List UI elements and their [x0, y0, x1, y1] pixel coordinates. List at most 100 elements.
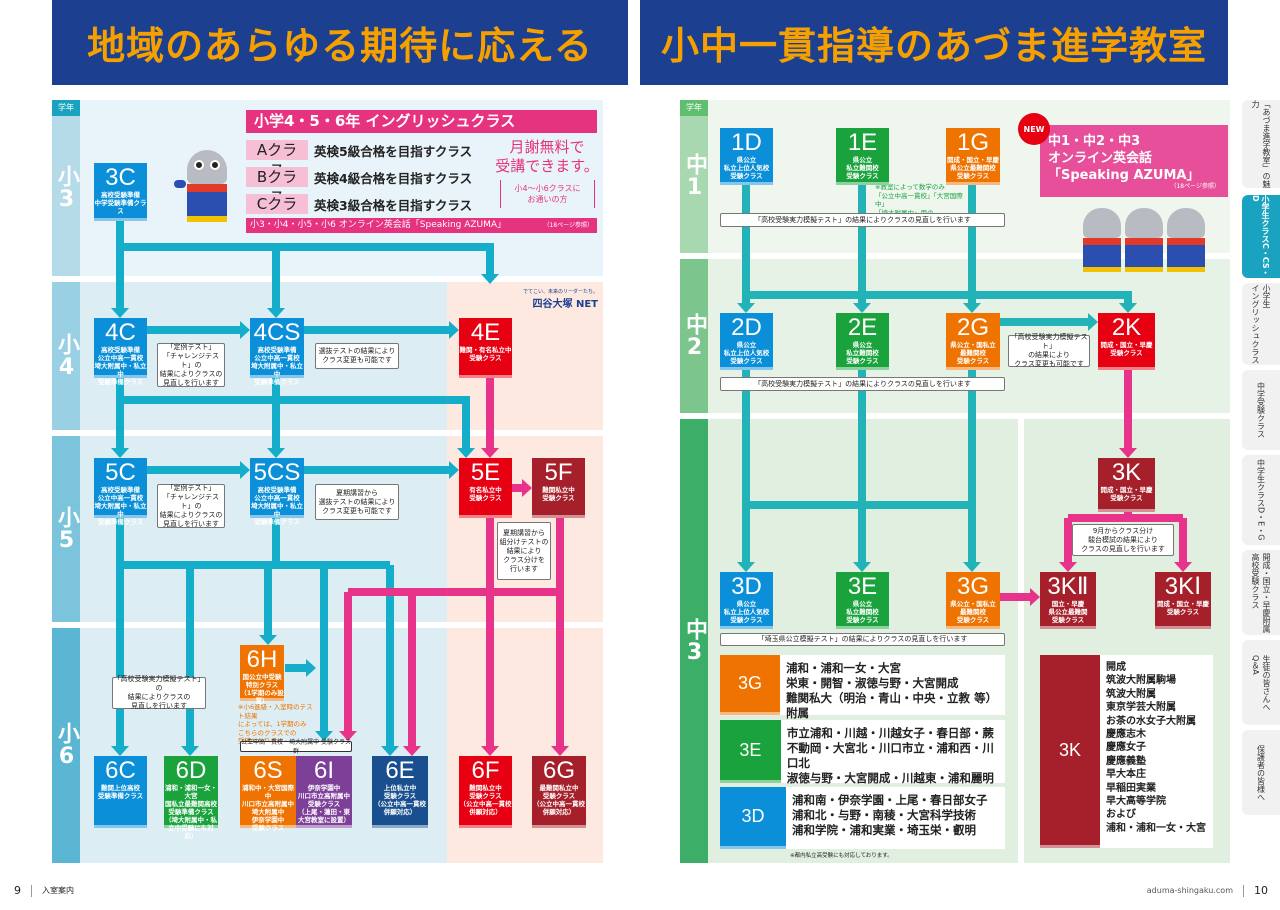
side-tab-2[interactable]: 小学生 イングリッシュクラス	[1242, 283, 1280, 365]
class-description: 国立・早慶 県公立最難関 受験クラス	[1048, 600, 1088, 624]
arrow-head-icon	[111, 746, 129, 756]
review-note: 夏期講習から 選抜テストの結果により クラス変更も可能です	[315, 484, 399, 520]
grade-tab-label: 学年	[680, 100, 708, 116]
arrow-head-icon	[267, 308, 285, 318]
class-description: 県公立 私立難関校 受験クラス	[846, 600, 879, 624]
arrow-head-icon	[853, 562, 871, 572]
class-code: 2G	[956, 314, 989, 341]
arrow-head-icon	[1174, 562, 1192, 572]
review-note: 「高校受験実力模擬テスト」 の結果により クラス変更も可能です	[1008, 333, 1090, 368]
arrow-head-icon	[737, 303, 755, 313]
side-tab-0[interactable]: 「あづま進学教室」の魅力	[1242, 100, 1280, 188]
class-code: 3E	[847, 573, 878, 600]
connector-line	[120, 396, 470, 448]
class-description: 最難関私立中 受験クラス （公立中高一貫校併願対応）	[533, 784, 585, 816]
class-code: 2K	[1111, 314, 1142, 341]
arrow-head-icon	[181, 746, 199, 756]
side-tab-5[interactable]: 開成・国立・早慶附属 高校受験クラス	[1242, 550, 1280, 635]
side-tab-3[interactable]: 中学受験クラス	[1242, 370, 1280, 450]
class-code: 6S	[253, 757, 283, 784]
arrow-head-icon	[1059, 562, 1077, 572]
page-number: 9	[14, 884, 21, 897]
english-class-row[interactable]: Aクラス英検5級合格を目指すクラス	[246, 140, 496, 179]
english-class-row[interactable]: Cクラス英検3級合格を目指すクラス	[246, 194, 496, 233]
side-tab-7[interactable]: 保護者の皆様へ	[1242, 730, 1280, 815]
side-tab-1[interactable]: 小学生クラスC・CS・D	[1242, 195, 1280, 278]
class-code: 4CS	[253, 319, 301, 346]
online-english-banner[interactable]: 小3・小4・小5・小6 オンライン英会話「Speaking AZUMA」（18ペ…	[246, 218, 597, 233]
grade-j2: 中2	[680, 259, 708, 413]
class-description: 高校受験準備 公立中高一貫校 埼大附属中・私立中 受験準備クラス	[251, 486, 303, 526]
arrow-head-icon	[457, 448, 475, 458]
arrow-head-icon	[1119, 303, 1137, 313]
side-tab-6[interactable]: 生徒の皆さんへ Q＆A	[1242, 640, 1280, 725]
speaking-azuma-banner[interactable]: 中1・中2・中3 オンライン英会話 「Speaking AZUMA」（18ページ…	[1040, 125, 1228, 197]
english-class-row[interactable]: Bクラス英検4級合格を目指すクラス	[246, 167, 496, 206]
arrow-head-icon	[522, 479, 532, 497]
left-page-title: 地域のあらゆる期待に応える	[52, 0, 628, 85]
site-url[interactable]: aduma-shingaku.com	[1146, 886, 1233, 895]
logo-tagline: でてこい、未来のリーダーたち。	[522, 289, 598, 295]
review-note: 「定例テスト」 「チャレンジテスト」の 結果によりクラスの 見直しを行います	[157, 484, 225, 528]
english-class-desc: 英検3級合格を目指すクラス	[314, 197, 473, 213]
review-note: 「高校受験実力模擬テスト」の 結果によりクラスの 見直しを行います	[112, 675, 206, 710]
school-names: 浦和・浦和一女・大宮 栄東・開智・淑徳与野・大宮開成 難関私大（明治・青山・中央…	[786, 661, 998, 720]
arrow-head-icon	[315, 731, 333, 741]
class-code: 5F	[544, 459, 573, 486]
arrow-head-icon	[111, 448, 129, 458]
arrow-head-icon	[481, 746, 499, 756]
class-code: 1E	[847, 129, 878, 156]
english-class-name: Cクラス	[246, 194, 308, 233]
arrow-head-icon	[853, 303, 871, 313]
robot-trio-icon	[1075, 208, 1215, 274]
class-code: 5C	[105, 459, 136, 486]
class-code: 3G	[956, 573, 989, 600]
class-code: 3C	[105, 164, 136, 191]
speaking-azuma-title: 中1・中2・中3 オンライン英会話 「Speaking AZUMA」	[1048, 134, 1200, 183]
side-tab-4[interactable]: 中学生クラスD・E・G	[1242, 455, 1280, 545]
review-note: 「高校受験実力模擬テスト」の結果によりクラスの見直しを行います	[720, 377, 1005, 391]
class-code: 3KⅡ	[1047, 573, 1089, 600]
arrow-head-icon	[240, 461, 250, 479]
class-code: 4C	[105, 319, 136, 346]
arrow-head-icon	[551, 746, 569, 756]
arrow-head-icon	[403, 746, 421, 756]
logo-name: 四谷大塚 NET	[532, 299, 598, 310]
class-description: 県公立・国私立 最難関校 受験クラス	[950, 600, 996, 624]
grade-g4: 小4	[52, 282, 80, 430]
grade-g6: 小6	[52, 628, 80, 863]
class-code: 6D	[175, 757, 207, 784]
class-description: 難関私立中 受験クラス （公立中高一貫校併願対応）	[459, 784, 512, 816]
